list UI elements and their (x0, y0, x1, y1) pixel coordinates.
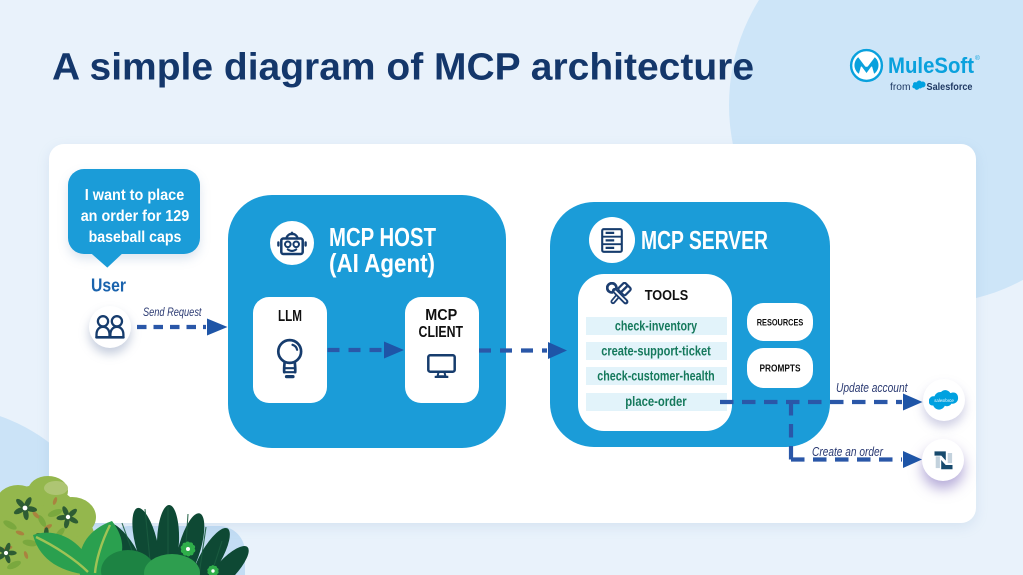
svg-text:A simple diagram of MCP archit: A simple diagram of MCP architecture (52, 46, 754, 88)
svg-text:salesforce: salesforce (934, 398, 954, 403)
